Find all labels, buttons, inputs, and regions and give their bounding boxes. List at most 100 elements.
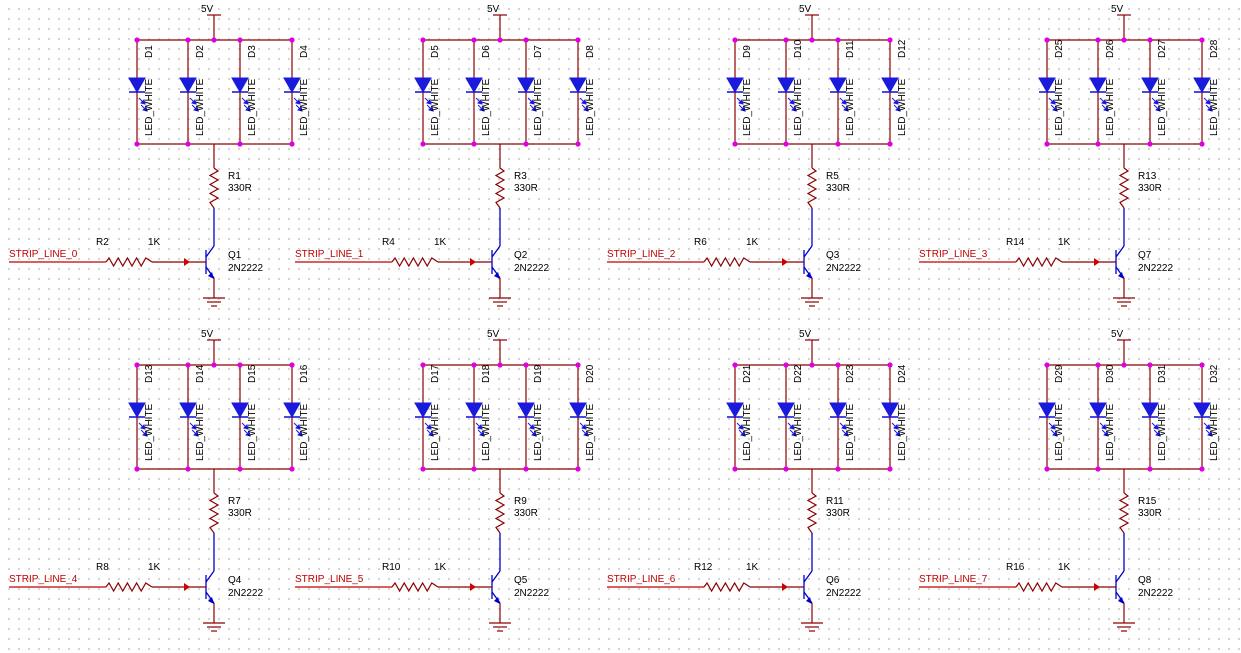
led-ray-head xyxy=(1205,99,1211,105)
supply-label-5v: 5V xyxy=(799,4,812,15)
net-label: STRIP_LINE_1 xyxy=(295,249,364,260)
pull-resistor-ref: R5 xyxy=(826,171,839,182)
junction-dot xyxy=(575,141,581,147)
junction-dot xyxy=(783,466,789,472)
diode-value-label: LED_WHITE xyxy=(430,403,441,461)
led-driver-cell: 5VD9LED_WHITED10LED_WHITED11LED_WHITED12… xyxy=(607,4,908,307)
pull-resistor-value: 330R xyxy=(826,183,850,194)
led-triangle xyxy=(283,77,301,94)
transistor-value: 2N2222 xyxy=(228,588,263,599)
led-triangle xyxy=(829,402,847,419)
junction-dot xyxy=(1044,466,1050,472)
junction-dot xyxy=(1044,141,1050,147)
pull-resistor xyxy=(806,167,818,209)
base-input-arrow xyxy=(184,258,190,266)
junction-dot xyxy=(134,37,140,43)
led-ray-head xyxy=(791,431,797,437)
led-triangle xyxy=(517,77,535,94)
supply-label-5v: 5V xyxy=(487,329,500,340)
junction-dot xyxy=(1095,362,1101,368)
net-label: STRIP_LINE_7 xyxy=(919,574,988,585)
junction-dot xyxy=(211,37,217,43)
pull-resistor-value: 330R xyxy=(1138,508,1162,519)
base-input-arrow xyxy=(470,258,476,266)
diode-value-label: LED_WHITE xyxy=(793,403,804,461)
transistor-value: 2N2222 xyxy=(826,263,861,274)
transistor-value: 2N2222 xyxy=(1138,263,1173,274)
diode-value-label: LED_WHITE xyxy=(897,403,908,461)
diode-ref-label: D6 xyxy=(481,45,492,58)
led-ray-head xyxy=(477,99,483,105)
led-triangle xyxy=(414,402,432,419)
junction-dot xyxy=(289,466,295,472)
junction-dot xyxy=(809,362,815,368)
transistor-value: 2N2222 xyxy=(1138,588,1173,599)
led-driver-cell: 5VD21LED_WHITED22LED_WHITED23LED_WHITED2… xyxy=(607,329,908,632)
junction-dot xyxy=(1147,362,1153,368)
pull-resistor xyxy=(806,492,818,534)
junction-dot xyxy=(1147,466,1153,472)
led-driver-cell: 5VD13LED_WHITED14LED_WHITED15LED_WHITED1… xyxy=(9,329,310,632)
diode-ref-label: D23 xyxy=(845,364,856,383)
pull-resistor-ref: R11 xyxy=(826,496,844,507)
junction-dot xyxy=(237,362,243,368)
led-ray-head xyxy=(1050,99,1056,105)
junction-dot xyxy=(471,37,477,43)
diode-ref-label: D9 xyxy=(742,45,753,58)
base-resistor xyxy=(105,256,153,268)
emitter-arrow xyxy=(1118,597,1124,604)
pull-resistor-value: 330R xyxy=(514,508,538,519)
diode-value-label: LED_WHITE xyxy=(1209,78,1220,136)
transistor-ref: Q3 xyxy=(826,250,840,261)
led-ray-head xyxy=(1155,106,1161,112)
led-ray-head xyxy=(529,99,535,105)
diode-ref-label: D7 xyxy=(533,45,544,58)
diode-ref-label: D15 xyxy=(247,364,258,383)
junction-dot xyxy=(471,362,477,368)
junction-dot xyxy=(420,466,426,472)
led-ray-head xyxy=(843,431,849,437)
led-ray-head xyxy=(191,99,197,105)
led-triangle xyxy=(777,402,795,419)
led-ray-head xyxy=(297,106,303,112)
junction-dot xyxy=(887,362,893,368)
base-resistor xyxy=(391,256,439,268)
emitter-arrow xyxy=(806,597,812,604)
diode-ref-label: D1 xyxy=(144,45,155,58)
led-triangle xyxy=(726,402,744,419)
diode-value-label: LED_WHITE xyxy=(742,78,753,136)
led-triangle xyxy=(414,77,432,94)
diode-ref-label: D18 xyxy=(481,364,492,383)
base-resistor-value: 1K xyxy=(1058,237,1071,248)
led-ray-head xyxy=(738,424,744,430)
transistor-value: 2N2222 xyxy=(228,263,263,274)
diode-value-label: LED_WHITE xyxy=(533,78,544,136)
transistor-value: 2N2222 xyxy=(514,588,549,599)
base-input-arrow xyxy=(184,583,190,591)
led-ray-head xyxy=(893,99,899,105)
junction-dot xyxy=(835,362,841,368)
junction-dot xyxy=(1044,37,1050,43)
diode-value-label: LED_WHITE xyxy=(481,403,492,461)
led-ray-head xyxy=(791,106,797,112)
junction-dot xyxy=(134,141,140,147)
led-ray-head xyxy=(193,431,199,437)
base-resistor-value: 1K xyxy=(148,562,161,573)
led-ray-head xyxy=(245,431,251,437)
diode-value-label: LED_WHITE xyxy=(299,403,310,461)
junction-dot xyxy=(185,141,191,147)
diode-ref-label: D20 xyxy=(585,364,596,383)
